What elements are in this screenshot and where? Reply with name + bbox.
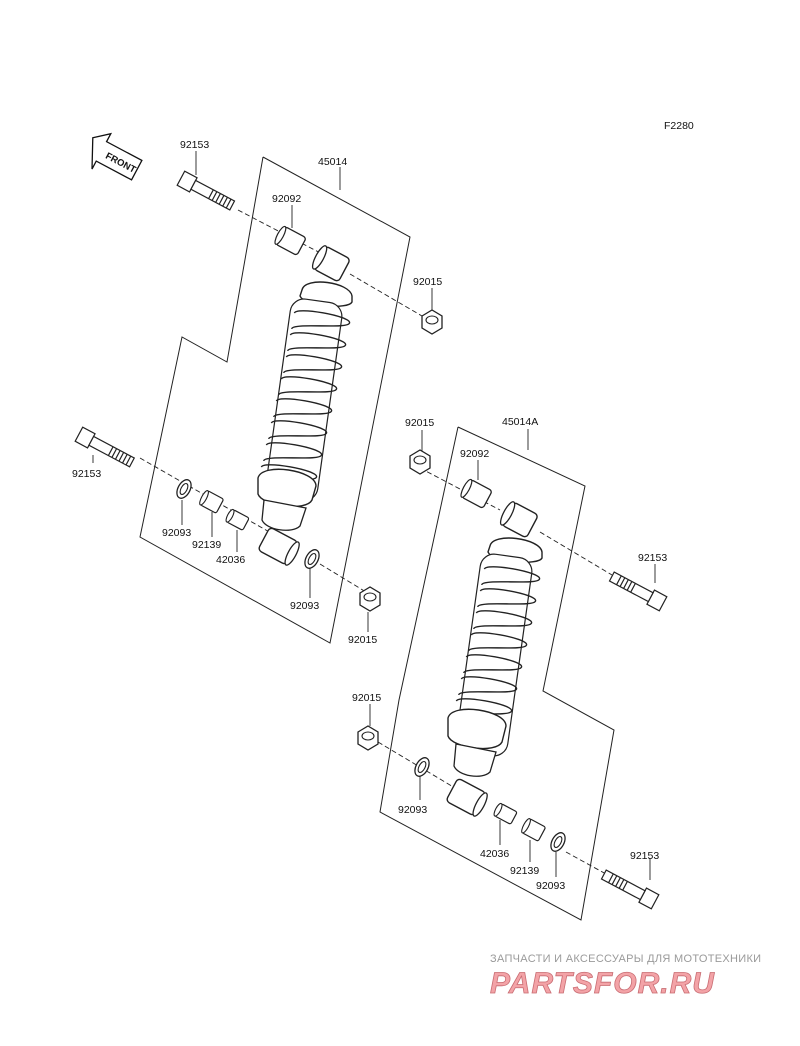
nut-icon bbox=[359, 586, 381, 612]
part-label-92139: 92139 bbox=[510, 865, 539, 877]
bushing-icon bbox=[521, 818, 546, 842]
shock-eye-icon bbox=[499, 501, 538, 538]
shock-eye-icon bbox=[311, 245, 350, 282]
watermark-tagline: ЗАПЧАСТИ И АКСЕССУАРЫ ДЛЯ МОТОТЕХНИКИ bbox=[490, 953, 761, 965]
bolt-icon bbox=[608, 571, 668, 612]
part-label-92153: 92153 bbox=[180, 139, 209, 151]
collar-icon bbox=[460, 478, 492, 509]
seal-icon bbox=[414, 757, 430, 777]
part-label-92092: 92092 bbox=[272, 193, 301, 205]
nut-icon bbox=[409, 449, 431, 475]
shock-assembly-a: 45014 92153 92092 92015 92153 92093 9213… bbox=[72, 139, 443, 646]
collar-icon bbox=[274, 225, 306, 256]
bolt-icon bbox=[74, 426, 136, 468]
part-label-42036: 42036 bbox=[216, 554, 245, 566]
part-label-92093: 92093 bbox=[162, 527, 191, 539]
assembly-a-leaders bbox=[92, 151, 433, 632]
part-label-92153: 92153 bbox=[72, 468, 101, 480]
part-label-92093: 92093 bbox=[536, 880, 565, 892]
part-label-92015: 92015 bbox=[348, 634, 377, 646]
assembly-b-bracket bbox=[379, 426, 615, 921]
part-label-92092: 92092 bbox=[460, 448, 489, 460]
bolt-icon bbox=[600, 869, 660, 910]
sleeve-icon bbox=[493, 802, 518, 825]
part-label-92153: 92153 bbox=[630, 850, 659, 862]
part-label-92015: 92015 bbox=[413, 276, 442, 288]
front-arrow-icon: FRONT bbox=[91, 132, 143, 181]
bushing-icon bbox=[199, 490, 224, 514]
part-label-92093: 92093 bbox=[290, 600, 319, 612]
seal-icon bbox=[550, 832, 566, 852]
part-label-92139: 92139 bbox=[192, 539, 221, 551]
nut-icon bbox=[357, 725, 379, 751]
shock-absorber-a bbox=[257, 281, 353, 531]
shock-eye-icon bbox=[258, 527, 300, 566]
assembly-a-bracket bbox=[139, 156, 411, 644]
watermark-brand: PARTSFOR.RU bbox=[490, 967, 715, 1000]
shock-eye-icon bbox=[446, 778, 488, 817]
shock-assembly-b: 45014A 92015 92092 92153 92015 92093 420… bbox=[352, 416, 668, 921]
part-label-92153: 92153 bbox=[638, 552, 667, 564]
part-label-45014A: 45014A bbox=[502, 416, 538, 428]
figure-code: F2280 bbox=[664, 120, 694, 132]
nut-icon bbox=[421, 309, 443, 335]
shock-absorber-b bbox=[447, 537, 543, 777]
part-label-92015: 92015 bbox=[352, 692, 381, 704]
seal-icon bbox=[176, 479, 192, 499]
watermark: ЗАПЧАСТИ И АКСЕССУАРЫ ДЛЯ МОТОТЕХНИКИ PA… bbox=[490, 953, 761, 1000]
part-label-92015: 92015 bbox=[405, 417, 434, 429]
part-label-45014: 45014 bbox=[318, 156, 347, 168]
part-label-92093: 92093 bbox=[398, 804, 427, 816]
seal-icon bbox=[304, 549, 320, 569]
sleeve-icon bbox=[225, 508, 250, 531]
bolt-icon bbox=[176, 170, 236, 211]
part-label-42036: 42036 bbox=[480, 848, 509, 860]
